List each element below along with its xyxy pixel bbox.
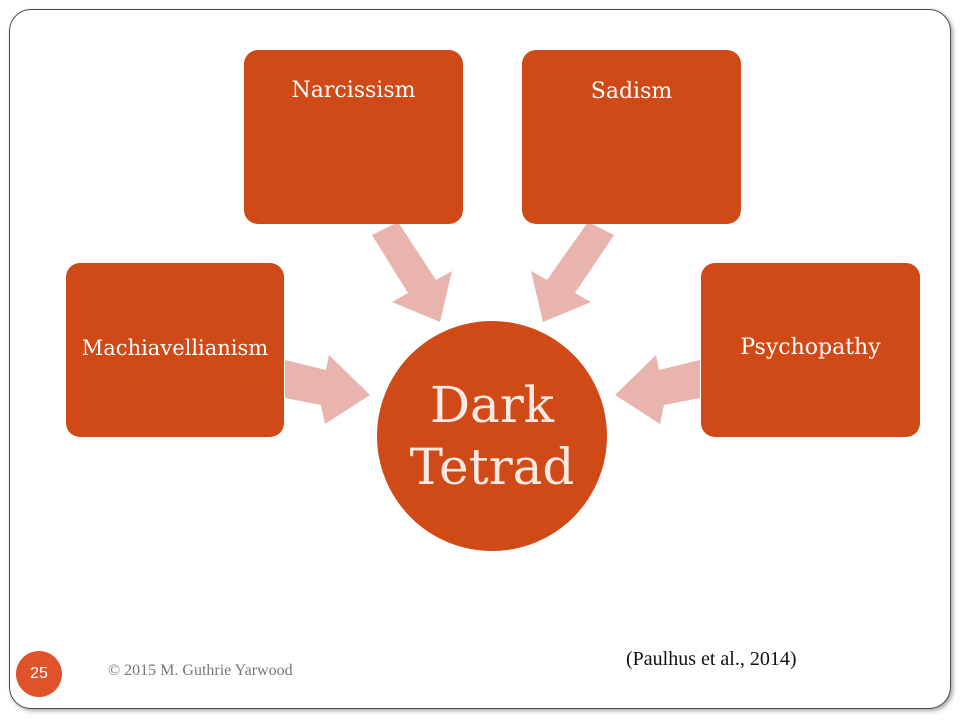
arrow-sadism-to-center: [531, 222, 614, 322]
footer-copyright: © 2015 M. Guthrie Yarwood: [108, 662, 293, 679]
node-sadism-label: Sadism: [590, 79, 673, 105]
arrow-narcissism-to-center: [372, 222, 452, 322]
slide-number: 25: [30, 665, 48, 682]
node-machiavellianism: Machiavellianism: [66, 263, 284, 437]
center-node-dark-tetrad: Dark Tetrad: [377, 321, 607, 551]
node-psychopathy: Psychopathy: [701, 263, 920, 437]
node-narcissism-label: Narcissism: [291, 78, 416, 104]
node-machiavellianism-label: Machiavellianism: [81, 335, 269, 360]
center-label-line1: Dark: [429, 375, 555, 434]
slide-number-badge: 25: [16, 651, 62, 697]
center-label-line2: Tetrad: [409, 438, 575, 496]
node-sadism: Sadism: [522, 50, 741, 224]
node-narcissism: Narcissism: [244, 50, 463, 224]
arrow-mach-to-center: [285, 355, 370, 424]
node-psychopathy-label: Psychopathy: [740, 335, 881, 361]
arrow-psychopathy-to-center: [615, 355, 700, 424]
citation: (Paulhus et al., 2014): [626, 648, 797, 670]
